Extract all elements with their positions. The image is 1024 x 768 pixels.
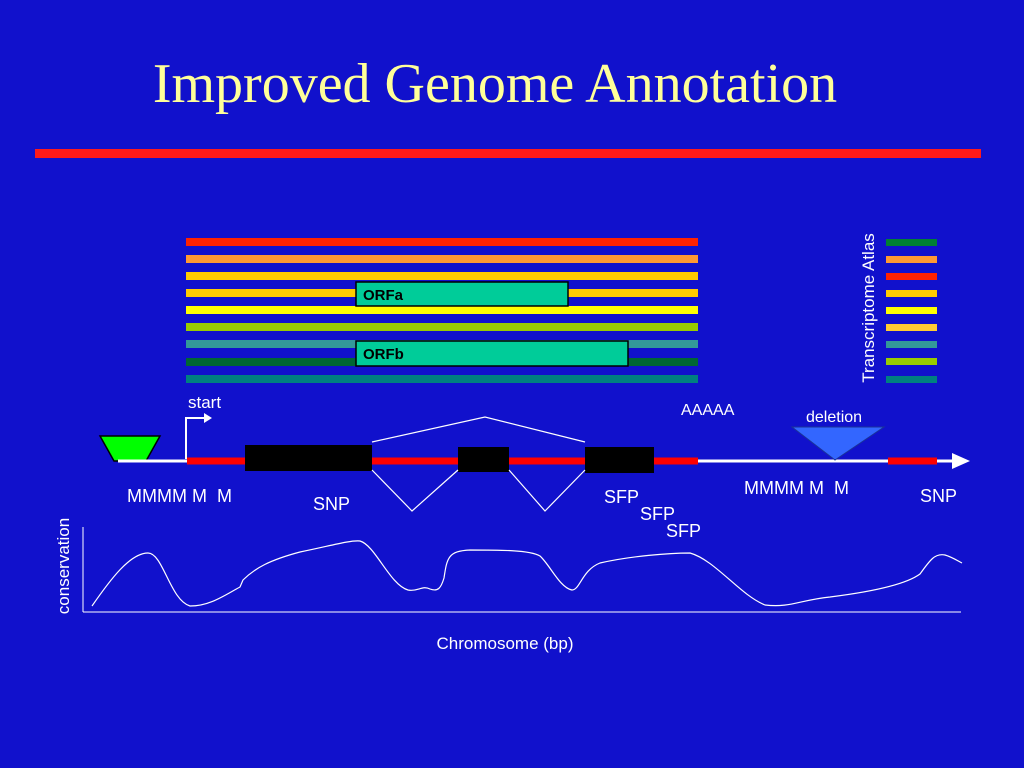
orf-a-box	[355, 281, 569, 307]
orf-b-label: ORFb	[363, 346, 404, 363]
transcript-bar	[186, 255, 698, 263]
orf-a: ORFa	[355, 281, 569, 307]
sfp-label: SFP	[604, 487, 639, 507]
polya-label: AAAAA	[681, 402, 735, 419]
marker-labels: MMMM M M SNP SFP SFP SFP MMMM M M SNP	[127, 478, 957, 541]
legend-swatch	[886, 256, 937, 263]
transcript-bar	[186, 238, 698, 246]
deletion-label: deletion	[806, 409, 862, 426]
orf-a-label: ORFa	[363, 287, 404, 304]
transcript-bar	[186, 375, 698, 383]
title-divider	[35, 149, 981, 158]
legend-swatch	[886, 358, 937, 365]
conservation-y-label: conservation	[54, 518, 73, 614]
gene-model: start AAAAA deletion	[98, 393, 970, 512]
conservation-curve	[91, 540, 963, 607]
conservation-x-label: Chromosome (bp)	[437, 634, 574, 653]
microsatellite-label: MMMM M M	[744, 478, 849, 498]
exon-block	[585, 447, 654, 473]
exon-block	[245, 445, 372, 471]
orf-b: ORFb	[355, 340, 629, 367]
chromosome-arrow-head	[952, 453, 970, 469]
snp-label: SNP	[920, 486, 957, 506]
transcript-bar	[186, 272, 698, 280]
legend-swatch	[886, 376, 937, 383]
legend-swatch	[886, 324, 937, 331]
sfp-label: SFP	[640, 504, 675, 524]
legend-swatch	[886, 307, 937, 314]
transcript-bar	[186, 323, 698, 331]
microsatellite-label: MMMM M M	[127, 486, 232, 506]
exon-block	[458, 447, 509, 472]
transcriptome-atlas-legend: Transcriptome Atlas	[859, 233, 937, 383]
start-arrow-head	[204, 413, 212, 423]
legend-title: Transcriptome Atlas	[859, 233, 878, 383]
start-arrow	[185, 417, 205, 459]
transcript-bar	[186, 306, 698, 314]
orf-b-box	[355, 340, 629, 367]
slide-title: Improved Genome Annotation	[153, 53, 837, 115]
splice-line	[371, 469, 459, 512]
sfp-label: SFP	[666, 521, 701, 541]
legend-swatch	[886, 239, 937, 246]
start-label: start	[188, 393, 221, 412]
snp-label: SNP	[313, 494, 350, 514]
legend-swatch	[886, 273, 937, 280]
splice-skip-line	[371, 416, 586, 443]
deletion-marker	[790, 426, 886, 461]
legend-swatch	[886, 290, 937, 297]
splice-line	[508, 469, 586, 512]
conservation-plot: conservation Chromosome (bp)	[54, 518, 963, 653]
legend-swatch	[886, 341, 937, 348]
